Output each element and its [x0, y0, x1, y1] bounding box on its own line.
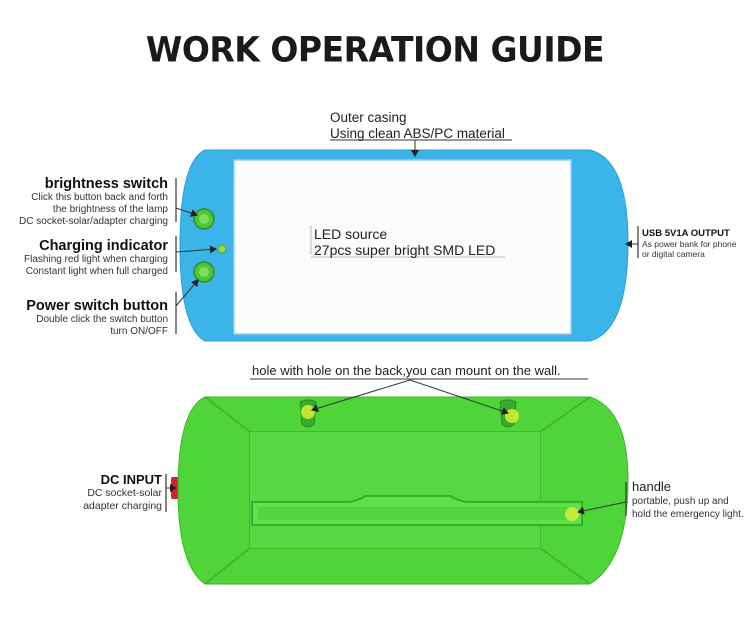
- charging-indicator-callout: Charging indicator Flashing red light wh…: [24, 238, 168, 278]
- dc-input-line: adapter charging: [83, 499, 162, 512]
- power-switch-line: Double click the switch button: [36, 314, 168, 325]
- handle-title: handle: [632, 479, 672, 494]
- charging-led: [217, 244, 227, 254]
- dc-input-callout: DC INPUT DC socket-solar adapter chargin…: [83, 472, 162, 512]
- mount-hole-label: hole with hole on the back,you can mount…: [252, 363, 561, 378]
- power-switch-line: turn ON/OFF: [110, 326, 168, 337]
- handle-callout: handle portable, push up and hold the em…: [632, 479, 744, 521]
- charging-indicator-title: Charging indicator: [39, 238, 168, 254]
- usb-output-title: USB 5V1A OUTPUT: [642, 228, 730, 239]
- charging-indicator-line: Constant light when full charged: [25, 266, 168, 277]
- outer-casing-material: Using clean ABS/PC material: [330, 126, 505, 141]
- led-source-title: LED source: [314, 226, 388, 242]
- brightness-switch-line: Click this button back and forth: [31, 192, 168, 203]
- brightness-switch-callout: brightness switch Click this button back…: [19, 176, 168, 228]
- outer-casing-title: Outer casing: [330, 110, 407, 125]
- page-title: WORK OPERATION GUIDE: [145, 29, 605, 70]
- led-source-label: LED source 27pcs super bright SMD LED: [314, 226, 495, 258]
- outer-casing-label: Outer casing Using clean ABS/PC material: [330, 110, 505, 142]
- usb-output-line: or digital camera: [642, 249, 705, 259]
- power-switch-callout: Power switch button Double click the swi…: [26, 298, 168, 338]
- handle-line: portable, push up and: [632, 496, 729, 507]
- dc-input-title: DC INPUT: [100, 472, 162, 487]
- led-source-desc: 27pcs super bright SMD LED: [314, 242, 496, 258]
- power-switch-title: Power switch button: [26, 298, 168, 314]
- charging-indicator-line: Flashing red light when charging: [24, 254, 168, 265]
- usb-output-line: As power bank for phone: [642, 239, 737, 249]
- dc-input-line: DC socket-solar: [87, 487, 162, 499]
- handle-line: hold the emergency light.: [632, 509, 744, 520]
- usb-output-callout: USB 5V1A OUTPUT As power bank for phone …: [642, 228, 737, 259]
- brightness-switch-line: DC socket-solar/adapter charging: [19, 216, 168, 227]
- brightness-switch-line: the brightness of the lamp: [52, 204, 168, 215]
- brightness-switch-title: brightness switch: [44, 176, 168, 192]
